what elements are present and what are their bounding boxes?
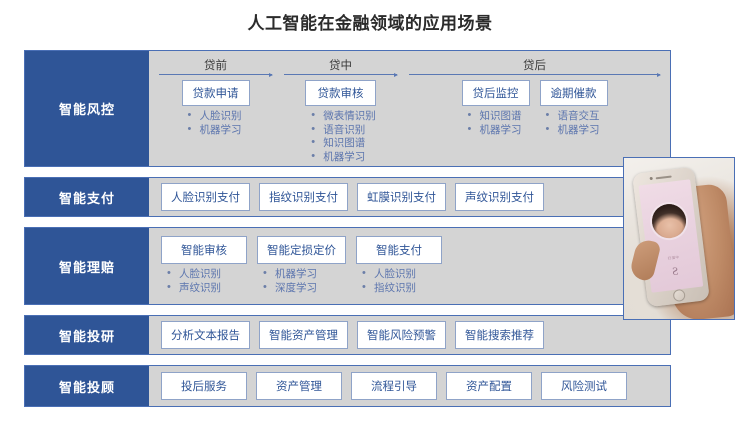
stage-post-loan: 贷后 贷后监控 知识图谱 机器学习 逾期催款 语音交互 机器 — [403, 57, 666, 162]
stage-column: 贷后监控 知识图谱 机器学习 — [461, 80, 530, 138]
stage-wrapper: 贷前 贷款申请 人脸识别 机器学习 贷中 — [149, 51, 670, 166]
earpiece-speaker — [655, 175, 672, 180]
row-body-smart-advisory: 投后服务 资产管理 流程引导 资产配置 风险测试 — [149, 366, 670, 406]
chip-post-investment-service[interactable]: 投后服务 — [161, 372, 247, 400]
home-button-icon — [672, 288, 686, 303]
chip-process-guidance[interactable]: 流程引导 — [351, 372, 437, 400]
bullet-item: 机器学习 — [309, 150, 376, 165]
claim-columns: 智能审核 人脸识别 声纹识别 智能定损定价 机器学习 深度学习 智能支付 人脸识… — [149, 228, 442, 295]
app-brand-mark: Ƨ — [671, 265, 680, 279]
front-camera-icon — [649, 176, 653, 181]
row-header-smart-advisory: 智能投顾 — [25, 366, 149, 406]
face-recognition-photo: 扫描中 Ƨ — [623, 157, 735, 320]
row-header-risk-control: 智能风控 — [25, 51, 149, 166]
stage-pre-loan: 贷前 贷款申请 人脸识别 机器学习 — [153, 57, 278, 162]
chip-fingerprint-payment[interactable]: 指纹识别支付 — [259, 183, 348, 211]
bullet-item: 语音交互 — [544, 109, 608, 124]
row-body-smart-research: 分析文本报告 智能资产管理 智能风险预警 智能搜索推荐 — [149, 316, 670, 354]
claim-column-smart-review: 智能审核 人脸识别 声纹识别 — [161, 236, 247, 295]
bullet-item: 人脸识别 — [360, 267, 442, 282]
bullet-item: 机器学习 — [544, 123, 608, 138]
bullet-item: 声纹识别 — [165, 281, 247, 296]
claim-column-smart-payment: 智能支付 人脸识别 指纹识别 — [356, 236, 442, 295]
stage-column: 逾期催款 语音交互 机器学习 — [539, 80, 608, 138]
stage-columns-during-loan: 贷款审核 微表情识别 语音识别 知识图谱 机器学习 — [282, 80, 399, 164]
bullet-list-overdue-collection: 语音交互 机器学习 — [540, 109, 608, 138]
stage-columns-post-loan: 贷后监控 知识图谱 机器学习 逾期催款 语音交互 机器学习 — [407, 80, 662, 137]
face-hair-shading — [650, 202, 688, 241]
chip-iris-payment[interactable]: 虹膜识别支付 — [357, 183, 446, 211]
bullet-item: 指纹识别 — [360, 281, 442, 296]
chip-voiceprint-payment[interactable]: 声纹识别支付 — [455, 183, 544, 211]
bullet-item: 人脸识别 — [186, 109, 250, 124]
chip-list-smart-advisory: 投后服务 资产管理 流程引导 资产配置 风险测试 — [149, 372, 627, 400]
row-risk-control: 智能风控 贷前 贷款申请 人脸识别 机器学习 贷 — [24, 50, 671, 167]
bullet-item: 机器学习 — [261, 267, 346, 282]
claim-column-smart-loss-assessment: 智能定损定价 机器学习 深度学习 — [257, 236, 346, 295]
chip-smart-payment[interactable]: 智能支付 — [356, 236, 442, 264]
row-body-smart-claims: 智能审核 人脸识别 声纹识别 智能定损定价 机器学习 深度学习 智能支付 人脸识… — [149, 228, 670, 304]
chip-loan-review[interactable]: 贷款审核 — [305, 80, 376, 106]
bullet-item: 人脸识别 — [165, 267, 247, 282]
row-smart-research: 智能投研 分析文本报告 智能资产管理 智能风险预警 智能搜索推荐 — [24, 315, 671, 355]
chip-asset-management[interactable]: 资产管理 — [256, 372, 342, 400]
stage-rule-during-loan — [284, 73, 398, 77]
row-smart-advisory: 智能投顾 投后服务 资产管理 流程引导 资产配置 风险测试 — [24, 365, 671, 407]
chip-list-smart-research: 分析文本报告 智能资产管理 智能风险预警 智能搜索推荐 — [149, 321, 544, 349]
stage-column: 贷款申请 人脸识别 机器学习 — [181, 80, 250, 138]
chip-face-recognition-payment[interactable]: 人脸识别支付 — [161, 183, 250, 211]
chip-overdue-collection[interactable]: 逾期催款 — [539, 80, 608, 106]
row-header-smart-research: 智能投研 — [25, 316, 149, 354]
row-header-smart-payment: 智能支付 — [25, 178, 149, 216]
stage-rule-pre-loan — [159, 73, 273, 77]
chip-text-report-analysis[interactable]: 分析文本报告 — [161, 321, 250, 349]
page-title: 人工智能在金融领域的应用场景 — [247, 14, 493, 33]
bullet-item: 深度学习 — [261, 281, 346, 296]
chip-post-loan-monitoring[interactable]: 贷后监控 — [461, 80, 530, 106]
stage-label-post-loan: 贷后 — [523, 60, 546, 72]
stage-rule-post-loan — [409, 73, 661, 77]
bullet-list-post-loan-monitoring: 知识图谱 机器学习 — [462, 109, 530, 138]
bullet-list-smart-loss-assessment: 机器学习 深度学习 — [257, 267, 346, 296]
chip-smart-loss-assessment[interactable]: 智能定损定价 — [257, 236, 346, 264]
bullet-item: 知识图谱 — [466, 109, 530, 124]
bullet-item: 机器学习 — [186, 123, 250, 138]
chip-smart-risk-alert[interactable]: 智能风险预警 — [357, 321, 446, 349]
row-header-smart-claims: 智能理赔 — [25, 228, 149, 304]
row-smart-claims: 智能理赔 智能审核 人脸识别 声纹识别 智能定损定价 机器学习 深度学习 智能支… — [24, 227, 671, 305]
bullet-list-smart-payment: 人脸识别 指纹识别 — [356, 267, 442, 296]
bullet-item: 知识图谱 — [309, 136, 376, 151]
chip-smart-asset-management[interactable]: 智能资产管理 — [259, 321, 348, 349]
stage-label-pre-loan: 贷前 — [204, 60, 227, 72]
stage-columns-pre-loan: 贷款申请 人脸识别 机器学习 — [157, 80, 274, 137]
bullet-item: 语音识别 — [309, 123, 376, 138]
bullet-list-smart-review: 人脸识别 声纹识别 — [161, 267, 247, 296]
row-body-smart-payment: 人脸识别支付 指纹识别支付 虹膜识别支付 声纹识别支付 — [149, 178, 670, 216]
chip-list-smart-payment: 人脸识别支付 指纹识别支付 虹膜识别支付 声纹识别支付 — [149, 183, 544, 211]
stage-label-during-loan: 贷中 — [329, 60, 352, 72]
chip-risk-assessment[interactable]: 风险测试 — [541, 372, 627, 400]
bullet-list-loan-application: 人脸识别 机器学习 — [182, 109, 250, 138]
stage-column: 贷款审核 微表情识别 语音识别 知识图谱 机器学习 — [305, 80, 376, 164]
chip-smart-review[interactable]: 智能审核 — [161, 236, 247, 264]
stage-during-loan: 贷中 贷款审核 微表情识别 语音识别 知识图谱 机器学习 — [278, 57, 403, 164]
bullet-list-loan-review: 微表情识别 语音识别 知识图谱 机器学习 — [305, 109, 376, 165]
row-smart-payment: 智能支付 人脸识别支付 指纹识别支付 虹膜识别支付 声纹识别支付 — [24, 177, 671, 217]
bullet-item: 机器学习 — [466, 123, 530, 138]
bullet-item: 微表情识别 — [309, 109, 376, 124]
chip-loan-application[interactable]: 贷款申请 — [181, 80, 250, 106]
row-body-risk-control: 贷前 贷款申请 人脸识别 机器学习 贷中 — [149, 51, 670, 166]
chip-smart-search-recommendation[interactable]: 智能搜索推荐 — [455, 321, 544, 349]
chip-asset-allocation[interactable]: 资产配置 — [446, 372, 532, 400]
